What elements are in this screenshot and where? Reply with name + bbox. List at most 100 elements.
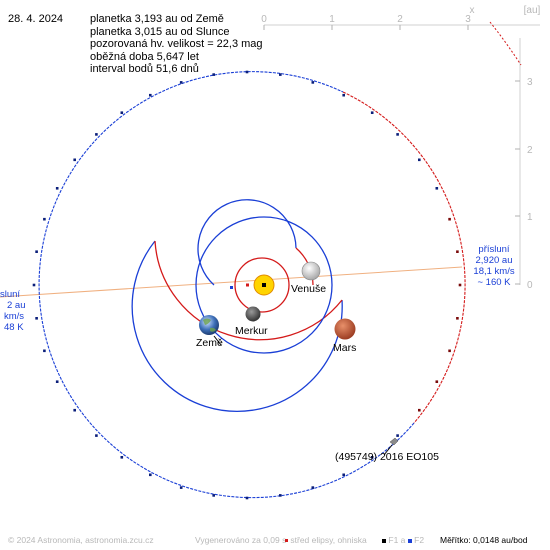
mercury-orbit bbox=[234, 257, 290, 313]
aphelion-line: sluní bbox=[0, 289, 21, 300]
legend-center-swatch bbox=[285, 539, 288, 543]
orbit-point-marker bbox=[311, 486, 315, 489]
orbit-point-marker bbox=[279, 73, 282, 76]
x-axis-label: x bbox=[470, 5, 475, 16]
aphelion-line: 48 K bbox=[4, 322, 24, 333]
aphelion-line: 2 au bbox=[7, 300, 26, 311]
info-line: pozorovaná hv. velikost = 22,3 mag bbox=[90, 38, 263, 50]
right-tick-label: 3 bbox=[527, 77, 533, 88]
orbit-point-marker bbox=[43, 349, 46, 353]
info-block: planetka 3,193 au od Země planetka 3,015… bbox=[90, 13, 263, 76]
asteroid-icon bbox=[383, 437, 399, 456]
orbit-point-markers bbox=[32, 70, 462, 500]
orbit-point-marker bbox=[43, 217, 46, 221]
orbit-point-marker bbox=[95, 434, 98, 437]
earth-orbit bbox=[195, 216, 333, 354]
orbit-point-marker bbox=[279, 494, 282, 497]
orbit-point-marker bbox=[396, 434, 399, 437]
top-tick-label: 2 bbox=[397, 14, 403, 25]
orbit-point-marker bbox=[245, 70, 249, 74]
top-tick-label: 1 bbox=[329, 14, 335, 25]
perihelion-line: ~ 160 K bbox=[477, 277, 511, 288]
orbit-point-marker bbox=[212, 73, 215, 76]
venus-icon bbox=[301, 261, 321, 281]
orbit-point-marker bbox=[370, 456, 374, 459]
mars-orbit-red bbox=[154, 240, 343, 341]
legend-center: střed elipsy, ohniska bbox=[285, 535, 367, 545]
info-line: planetka 3,193 au od Země bbox=[90, 13, 224, 25]
mars-orbit-blue bbox=[131, 240, 343, 412]
earth-label: Země bbox=[196, 337, 223, 349]
right-tick-label: 1 bbox=[527, 212, 533, 223]
orbit-point-marker bbox=[179, 81, 183, 84]
scale-label: Měřítko: 0,0148 au/bod bbox=[440, 535, 528, 545]
orbit-point-marker bbox=[73, 408, 76, 412]
info-line: oběžná doba 5,647 let bbox=[90, 50, 199, 63]
orbit-point-marker bbox=[179, 486, 183, 489]
perihelion-line: 2,920 au bbox=[475, 255, 513, 266]
right-scale: 3 2 1 0 bbox=[515, 38, 533, 291]
orbit-point-marker bbox=[435, 187, 439, 190]
legend-f1-label: F1 a bbox=[388, 535, 406, 545]
info-line: interval bodů 51,6 dnů bbox=[90, 63, 199, 75]
earth-icon bbox=[199, 315, 219, 335]
top-tick-label: 0 bbox=[261, 14, 267, 25]
orbit-point-marker bbox=[418, 408, 421, 412]
orbit-point-marker bbox=[418, 158, 421, 162]
mars-label: Mars bbox=[333, 342, 357, 354]
orbit-point-marker bbox=[35, 317, 38, 320]
orbit-point-marker bbox=[149, 93, 152, 97]
orbit-point-marker bbox=[458, 283, 462, 287]
orbit-point-marker bbox=[448, 217, 451, 221]
aphelion-line: km/s bbox=[4, 311, 25, 322]
venus-orbit-blue bbox=[197, 199, 297, 286]
orbit-point-marker bbox=[55, 380, 59, 383]
top-scale: 0 1 2 3 x [au] bbox=[261, 5, 541, 30]
mercury-label: Merkur bbox=[235, 325, 268, 337]
legend-f1-swatch bbox=[382, 538, 386, 543]
orbit-point-marker bbox=[55, 187, 59, 190]
ellipse-center-marker bbox=[246, 283, 249, 287]
info-line: planetka 3,015 au od Slunce bbox=[90, 25, 230, 38]
asteroid-label: (495749) 2016 EO105 bbox=[335, 451, 439, 463]
orbit-point-marker bbox=[456, 317, 459, 320]
perihelion-line: 18,1 km/s bbox=[473, 266, 515, 277]
venus-label: Venuše bbox=[291, 283, 327, 295]
orbit-point-marker bbox=[311, 81, 315, 84]
mars-icon bbox=[334, 318, 356, 340]
earth-pointer-line bbox=[213, 335, 222, 346]
orbit-point-marker bbox=[95, 133, 98, 136]
focus-f2-marker bbox=[230, 286, 233, 289]
perihelion-line: přísluní bbox=[478, 244, 510, 255]
orbit-point-marker bbox=[73, 158, 76, 162]
top-tick-label: 3 bbox=[465, 14, 471, 25]
generated-label: Vygenerováno za 0,09 s bbox=[195, 535, 287, 545]
orbit-point-marker bbox=[245, 496, 249, 500]
right-tick-label: 2 bbox=[527, 145, 533, 156]
orbit-point-marker bbox=[342, 93, 345, 97]
earth-land bbox=[203, 318, 216, 332]
aphelion-annotation: sluní 2 au km/s 48 K bbox=[0, 289, 26, 333]
focus-f1-marker bbox=[262, 283, 266, 287]
date-label: 28. 4. 2024 bbox=[8, 13, 64, 25]
legend-foci: F1 a F2 bbox=[382, 535, 424, 545]
orbit-point-marker bbox=[435, 380, 439, 383]
orbit-point-marker bbox=[120, 456, 124, 459]
orbit-point-marker bbox=[396, 133, 399, 136]
asteroid-orbit-red bbox=[342, 91, 466, 424]
unit-label: [au] bbox=[524, 5, 541, 16]
orbit-fragment bbox=[489, 21, 522, 66]
orbit-point-marker bbox=[149, 473, 152, 477]
orbit-point-marker bbox=[342, 473, 345, 477]
orbit-point-marker bbox=[212, 494, 215, 497]
mercury-icon bbox=[245, 306, 261, 322]
orbit-point-marker bbox=[456, 250, 459, 253]
perihelion-annotation: přísluní 2,920 au 18,1 km/s ~ 160 K bbox=[463, 244, 525, 288]
orbit-point-marker bbox=[120, 111, 124, 114]
credit-label: © 2024 Astronomia, astronomia.zcu.cz bbox=[8, 535, 154, 545]
legend-center-label: střed elipsy, ohniska bbox=[290, 535, 367, 545]
legend-f2-swatch bbox=[407, 538, 412, 543]
orbit-point-marker bbox=[35, 250, 38, 253]
